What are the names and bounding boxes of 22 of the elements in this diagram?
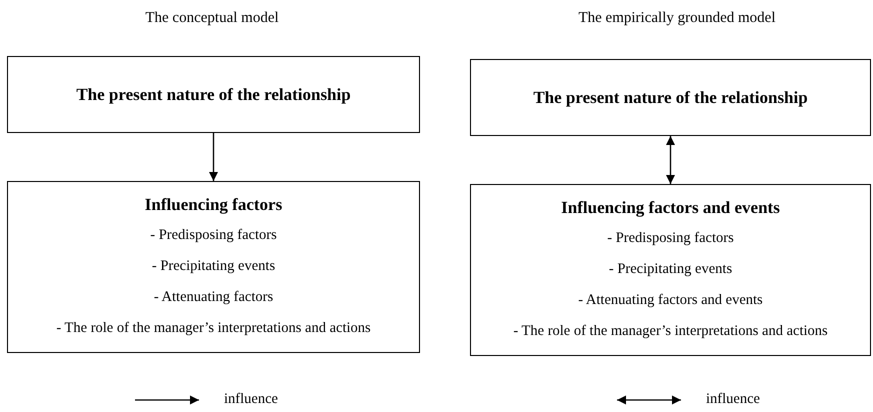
box-heading: Influencing factors <box>144 194 282 216</box>
box-heading: The present nature of the relationship <box>76 84 351 106</box>
text-box <box>7 56 420 133</box>
list-item: - Predisposing factors <box>150 226 277 245</box>
list-item: - Precipitating events <box>608 260 732 279</box>
text-box <box>470 59 871 136</box>
diagram-heading: The empirically grounded model <box>578 10 776 27</box>
arrow <box>209 133 218 181</box>
legend-label: influence <box>706 391 760 408</box>
text-box <box>7 181 420 353</box>
list-item: - The role of the manager’s interpretations and actions <box>56 319 371 338</box>
text-box <box>470 184 871 356</box>
box-heading: Influencing factors and events <box>561 197 780 219</box>
arrow <box>666 136 675 184</box>
list-item: - Precipitating events <box>152 257 276 276</box>
diagram-heading: The conceptual model <box>145 10 279 27</box>
list-item: - Predisposing factors <box>607 229 734 248</box>
box-heading: The present nature of the relationship <box>533 86 808 109</box>
legend-label: influence <box>224 391 278 408</box>
list-item: - Attenuating factors and events <box>578 291 763 310</box>
list-item: - The role of the manager’s interpretations and actions <box>513 322 828 341</box>
list-item: - Attenuating factors <box>154 288 274 307</box>
